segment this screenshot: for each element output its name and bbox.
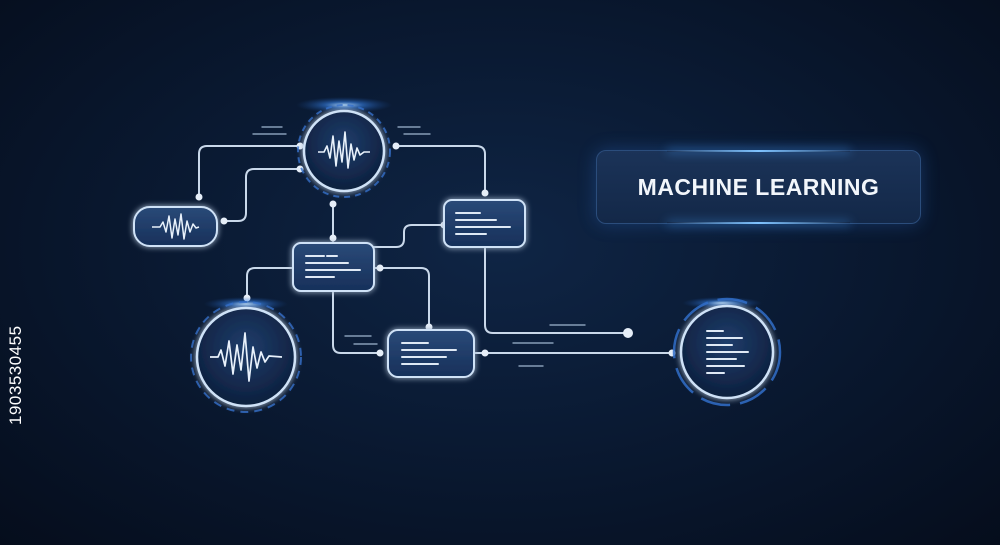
connector-right-down: [484, 245, 629, 334]
center-text-box: [292, 242, 375, 292]
text-lines-icon: [401, 342, 457, 365]
right-document-node: [672, 297, 782, 407]
waveform-icon: [152, 213, 200, 240]
text-lines-icon: [455, 212, 511, 235]
top-waveform-node: [297, 104, 391, 198]
upper-right-text-box: [443, 199, 526, 248]
page-title: MACHINE LEARNING: [637, 173, 880, 200]
connector-lines: [198, 145, 674, 354]
connector-top-right: [395, 145, 486, 196]
connector-center-left: [246, 267, 294, 299]
text-lines-icon: [706, 330, 749, 374]
waveform-icon: [210, 332, 283, 382]
decorative-dashes: [252, 126, 586, 367]
text-lines-icon: [305, 255, 361, 278]
bottom-waveform-node: [190, 301, 302, 413]
title-banner: MACHINE LEARNING: [596, 150, 921, 224]
connector-top-left: [198, 145, 301, 198]
lower-text-box: [387, 329, 475, 378]
connector-center-down-right: [373, 267, 430, 327]
waveform-icon: [318, 131, 370, 169]
connector-left-pill: [223, 168, 301, 222]
stock-id-watermark: 1903530455: [6, 325, 25, 425]
connector-center-right: [373, 224, 445, 248]
connector-center-down: [332, 289, 383, 354]
left-waveform-pill: [133, 206, 218, 247]
